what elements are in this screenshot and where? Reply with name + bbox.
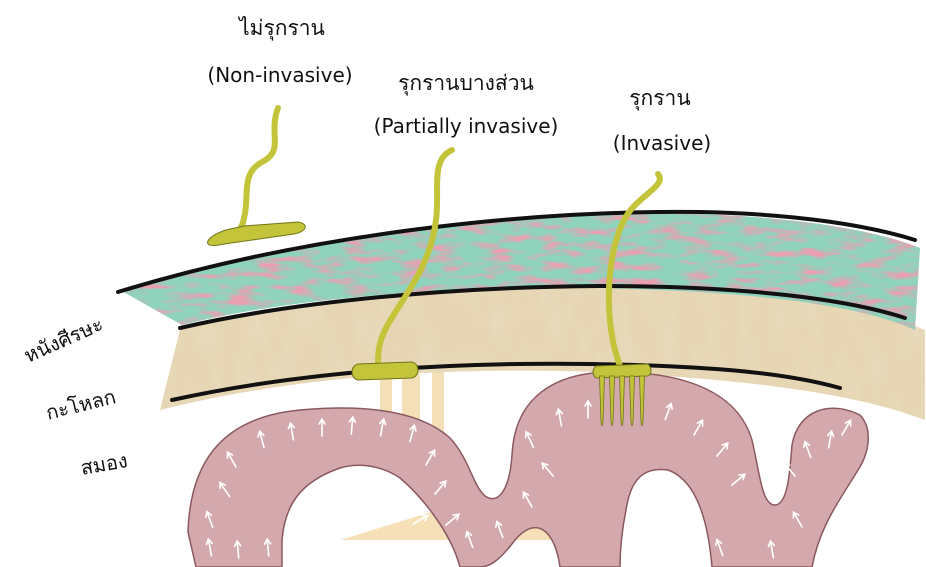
signal-arrow bbox=[652, 501, 668, 518]
label-skull: กะโหลก bbox=[43, 384, 118, 425]
label-non-invasive: ไม่รุกราน (Non-invasive) bbox=[207, 16, 352, 87]
label-invasive: รุกราน (Invasive) bbox=[613, 86, 711, 155]
non-invasive-electrode bbox=[208, 108, 306, 245]
label-non-invasive-thai: ไม่รุกราน bbox=[237, 16, 325, 41]
label-brain: สมอง bbox=[79, 448, 130, 480]
signal-arrow bbox=[631, 532, 648, 548]
label-non-invasive-english: (Non-invasive) bbox=[207, 63, 352, 87]
label-invasive-thai: รุกราน bbox=[629, 86, 690, 111]
label-scalp: หนังศีรษะ bbox=[20, 311, 106, 367]
label-partially-invasive-english: (Partially invasive) bbox=[374, 114, 559, 138]
label-partially-invasive: รุกรานบางส่วน (Partially invasive) bbox=[374, 71, 559, 138]
label-partially-invasive-thai: รุกรานบางส่วน bbox=[398, 71, 534, 96]
signal-arrow bbox=[683, 521, 697, 539]
label-invasive-english: (Invasive) bbox=[613, 131, 711, 155]
